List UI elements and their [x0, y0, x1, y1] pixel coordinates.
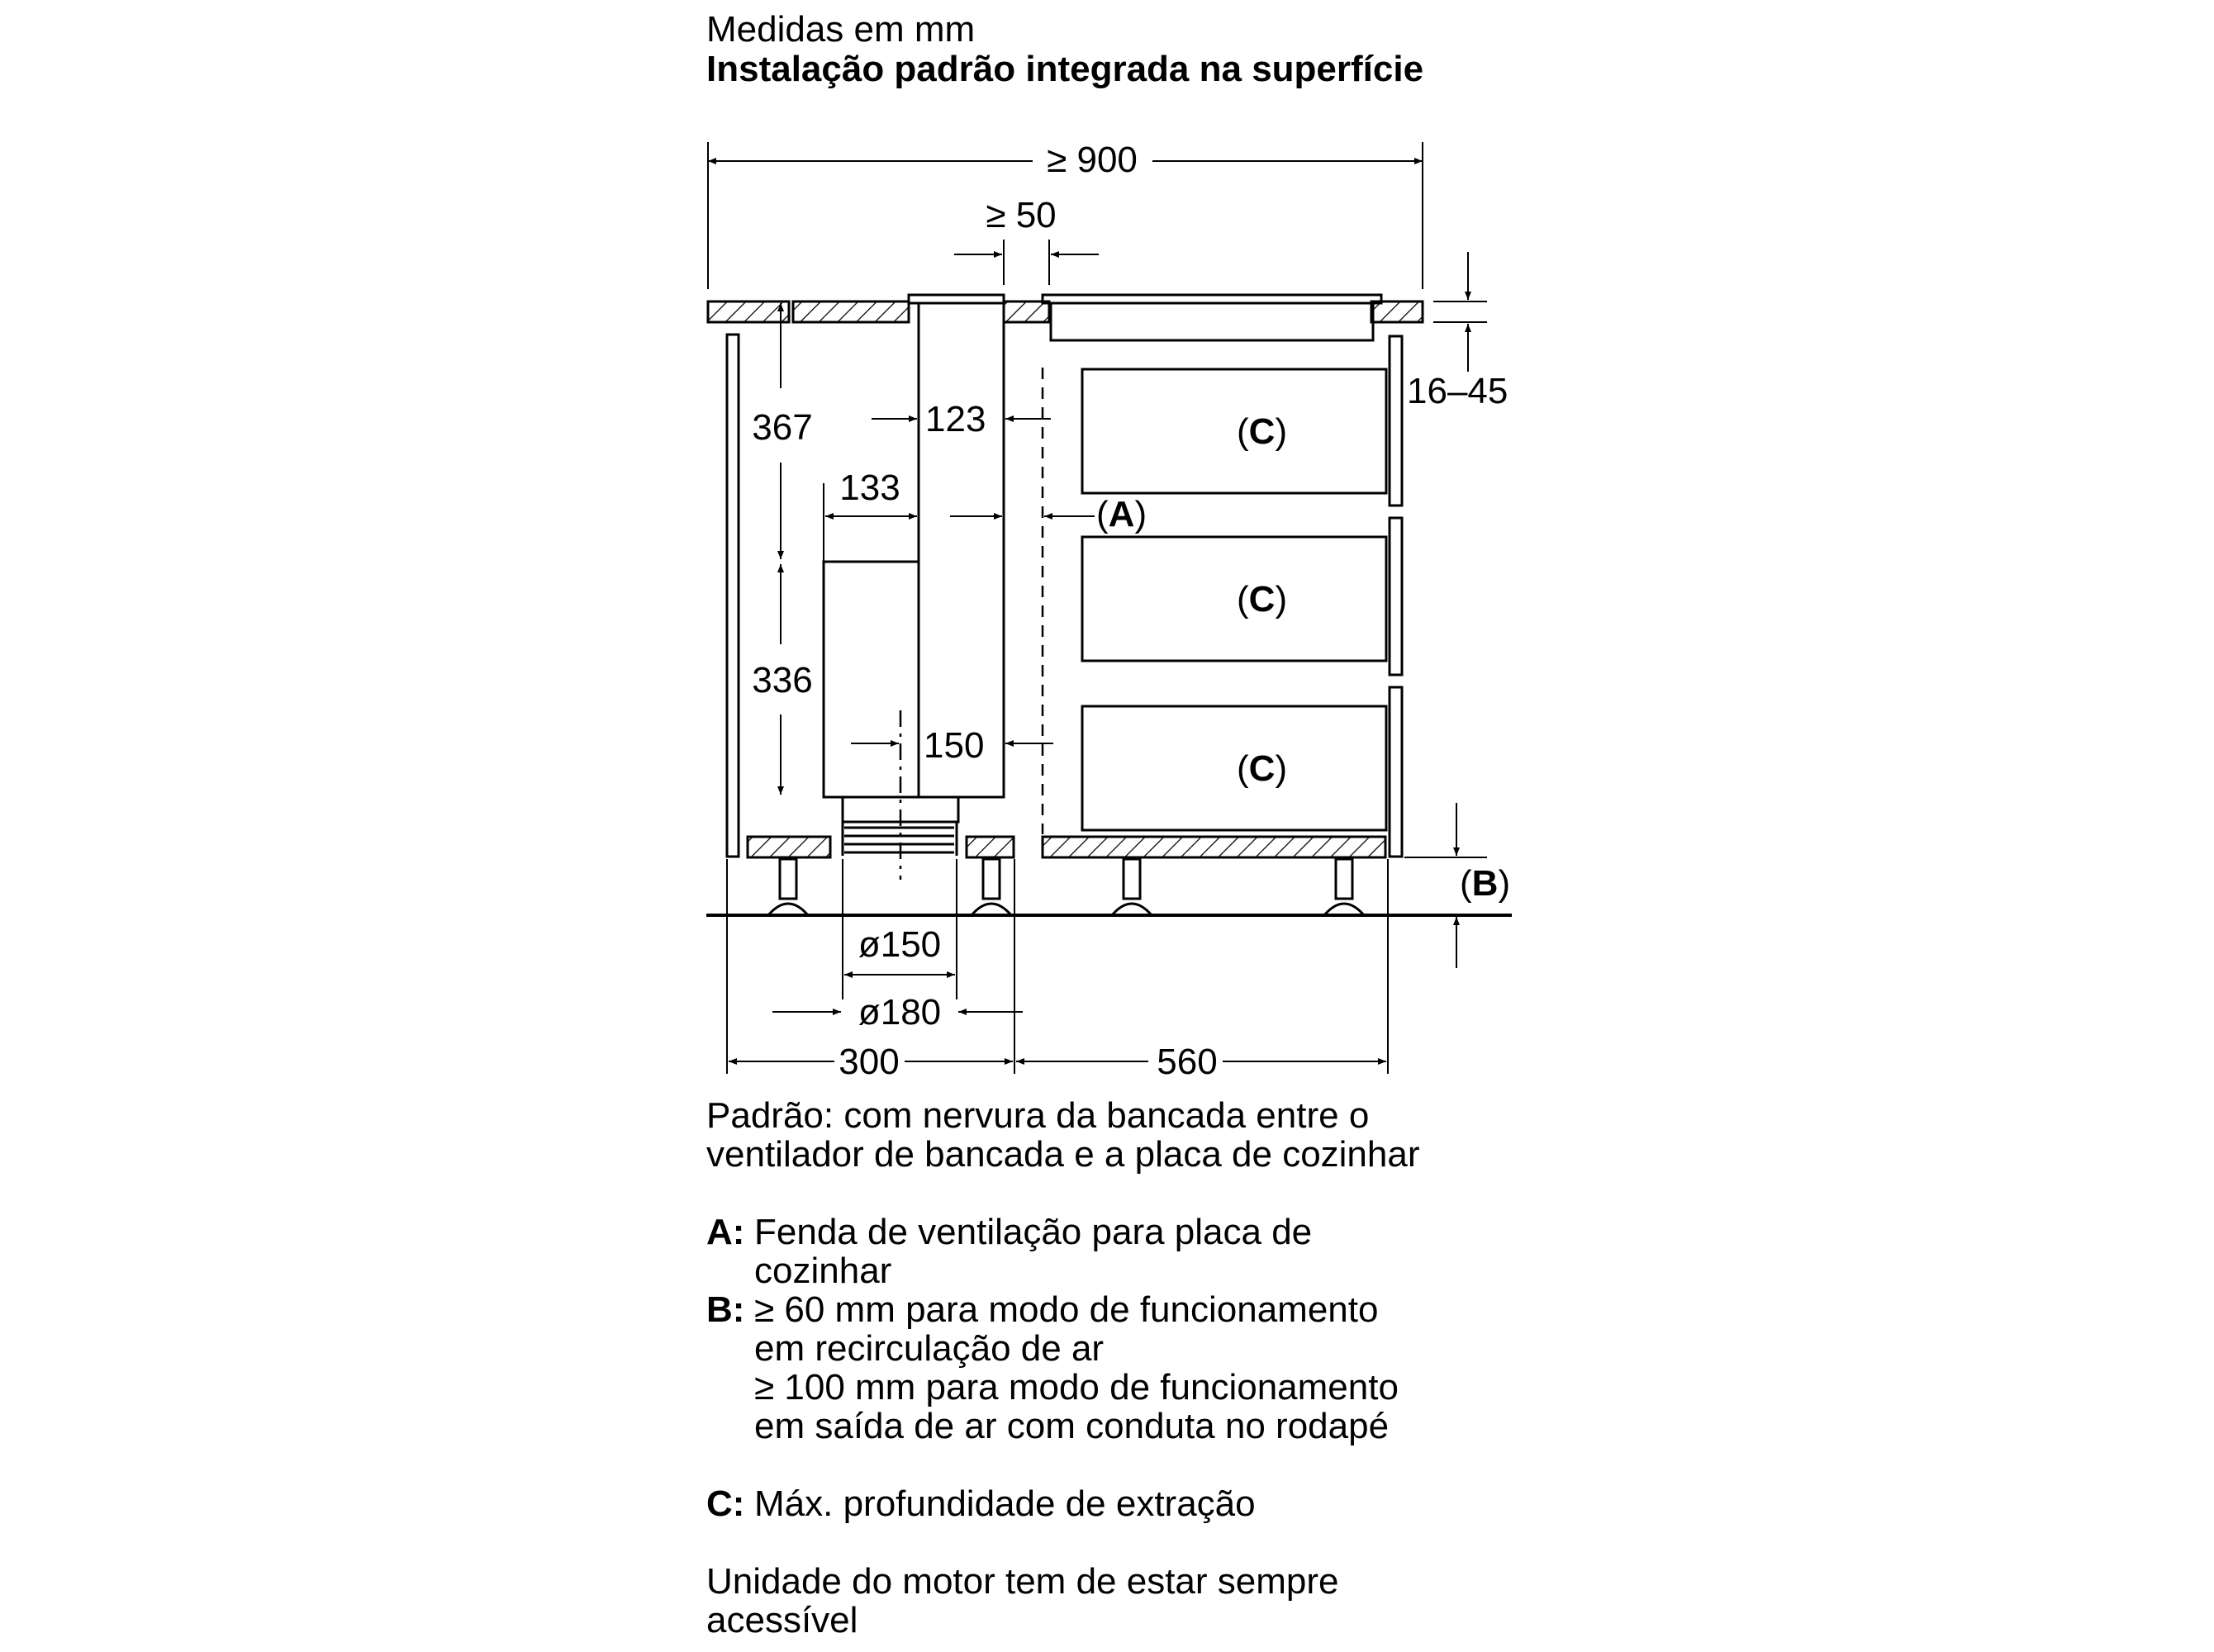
- base-right: [1041, 835, 1387, 859]
- legend-key-a: A:: [706, 1212, 745, 1252]
- dim-gap: ≥ 50: [986, 195, 1056, 235]
- standard-note-line1: Padrão: com nervura da bancada entre o: [706, 1095, 1370, 1136]
- marker-b: (B): [1460, 863, 1510, 904]
- drawer-front-1: [1388, 335, 1404, 507]
- legend-a-line2: cozinhar: [754, 1251, 892, 1291]
- dim-depth-left: 300: [839, 1042, 899, 1082]
- standard-note-line2: ventilador de bancada e a placa de cozin…: [706, 1134, 1420, 1175]
- dim-depth-right: 560: [1157, 1042, 1217, 1082]
- legend-key-c: C:: [706, 1483, 745, 1524]
- marker-a: (A): [1096, 494, 1147, 534]
- drawer-3: [1081, 705, 1388, 832]
- worktop-mid: [791, 300, 910, 324]
- units-note: Medidas em mm: [706, 9, 976, 50]
- motor-unit: [822, 560, 920, 799]
- drawer-2: [1081, 535, 1388, 662]
- motor-note-line1: Unidade do motor tem de estar sempre: [706, 1561, 1339, 1602]
- legend-b-line3: ≥ 100 mm para modo de funcionamento: [754, 1367, 1399, 1408]
- fan-column: [917, 301, 1005, 799]
- legend-c-line1: Máx. profundidade de extração: [754, 1483, 1256, 1524]
- legend-b-line2: em recirculação de ar: [754, 1328, 1105, 1369]
- left-side-panel: [725, 333, 740, 858]
- worktop-rib: [1002, 300, 1051, 324]
- dim-fan-offset-bottom: 150: [924, 725, 984, 766]
- dim-fan-offset-top: 123: [925, 399, 986, 439]
- duct-ribs: [844, 826, 954, 854]
- legend-a-line1: Fenda de ventilação para placa de: [754, 1212, 1313, 1252]
- diagram-title: Instalação padrão integrada na superfíci…: [706, 49, 1424, 89]
- dim-motor-depth: 133: [839, 468, 900, 508]
- base-left: [746, 835, 832, 859]
- motor-note-line2: acessível: [706, 1600, 858, 1640]
- marker-c-2: (C): [1237, 579, 1287, 620]
- marker-c-1: (C): [1237, 411, 1287, 452]
- dim-duct-inner: ø150: [858, 924, 941, 965]
- dim-height-upper: 367: [752, 407, 812, 448]
- drawer-1: [1081, 368, 1388, 495]
- drawer-front-3: [1388, 686, 1404, 858]
- leg-1: [765, 857, 811, 917]
- leg-4: [1321, 857, 1367, 917]
- legend-b-line4: em saída de ar com conduta no rodapé: [754, 1406, 1390, 1446]
- dim-duct-outer: ø180: [858, 992, 941, 1032]
- dim-thickness: 16–45: [1407, 371, 1508, 411]
- worktop-left: [706, 300, 791, 324]
- cooktop-body: [1049, 301, 1375, 342]
- marker-c-3: (C): [1237, 748, 1287, 789]
- leg-2: [968, 857, 1014, 917]
- drawer-front-2: [1388, 516, 1404, 676]
- legend-b-line1: ≥ 60 mm para modo de funcionamento: [754, 1289, 1379, 1330]
- dim-height-lower: 336: [752, 660, 812, 700]
- leg-3: [1109, 857, 1155, 917]
- worktop-right: [1370, 300, 1424, 324]
- base-mid: [965, 835, 1015, 859]
- legend-key-b: B:: [706, 1289, 745, 1330]
- dim-total-width: ≥ 900: [1047, 140, 1138, 180]
